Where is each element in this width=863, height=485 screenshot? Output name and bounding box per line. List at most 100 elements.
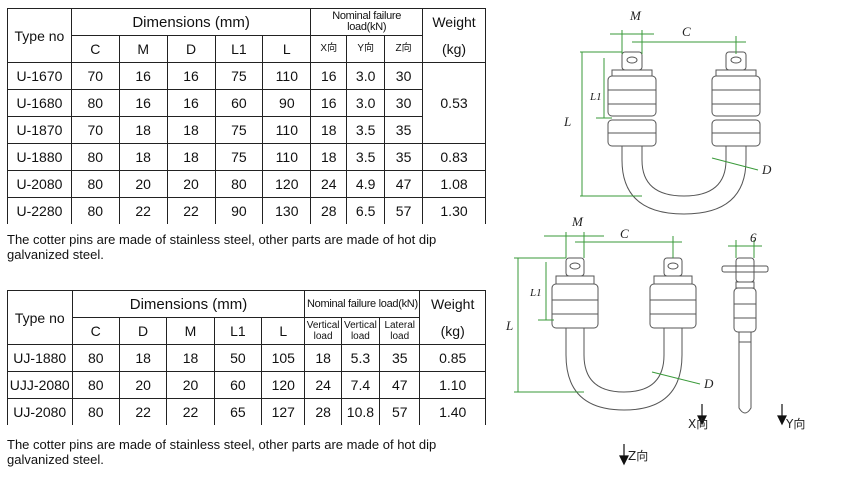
cell: 18 bbox=[166, 116, 216, 144]
cell: 18 bbox=[310, 116, 348, 144]
cell: 80 bbox=[71, 371, 120, 399]
cell: 10.8 bbox=[340, 398, 381, 425]
col-y-load: Y向 bbox=[346, 35, 386, 63]
dim-label-d: D bbox=[703, 376, 714, 391]
cell: 110 bbox=[262, 62, 312, 90]
material-note: The cotter pins are made of stainless st… bbox=[7, 437, 437, 467]
cell: 80 bbox=[70, 170, 120, 198]
table-row: U-1680 80 16 16 60 90 16 3.0 30 bbox=[7, 89, 486, 117]
cell: 47 bbox=[379, 371, 421, 399]
cell: 18 bbox=[166, 143, 216, 171]
weight-cell: 0.83 bbox=[422, 143, 486, 171]
cell: 3.5 bbox=[346, 116, 386, 144]
u-bolt-bottom bbox=[551, 257, 697, 411]
failure-load-header: Nominal failure load(kN) bbox=[310, 8, 424, 36]
cell: 20 bbox=[166, 371, 215, 399]
cell: 75 bbox=[214, 143, 264, 171]
u-bolt-drawing: M C L L1 D M C L L1 D 6 X向 Y向 Z向 bbox=[500, 0, 863, 485]
cell: 105 bbox=[261, 344, 306, 372]
table-row: U-2080 80 20 20 80 120 24 4.9 47 1.08 bbox=[7, 170, 486, 198]
col-d: D bbox=[166, 35, 216, 63]
cell: 28 bbox=[310, 197, 348, 224]
col-c: C bbox=[71, 317, 120, 345]
dim-label-l1: L1 bbox=[529, 287, 542, 299]
col-z-load: Z向 bbox=[384, 35, 424, 63]
type-cell: UJJ-2080 bbox=[7, 371, 73, 399]
cell: 22 bbox=[118, 398, 168, 425]
material-note: The cotter pins are made of stainless st… bbox=[7, 232, 437, 262]
cell: 16 bbox=[118, 89, 168, 117]
cell: 57 bbox=[379, 398, 421, 425]
u-bolt-table: Type no Dimensions (mm) Nominal failure … bbox=[7, 8, 486, 224]
type-cell: U-1870 bbox=[7, 116, 72, 144]
cell: 20 bbox=[166, 170, 216, 198]
cell: 22 bbox=[166, 197, 216, 224]
col-vertical-load-2: Vertical load bbox=[340, 317, 381, 345]
cell: 16 bbox=[166, 62, 216, 90]
cell: 80 bbox=[71, 398, 120, 425]
type-header: Type no bbox=[7, 290, 73, 345]
cell: 16 bbox=[310, 89, 348, 117]
cell: 30 bbox=[384, 62, 424, 90]
cell: 28 bbox=[304, 398, 342, 425]
col-m: M bbox=[118, 35, 168, 63]
cell: 35 bbox=[384, 116, 424, 144]
dim-label-b: 6 bbox=[750, 230, 757, 245]
cell: 6.5 bbox=[346, 197, 386, 224]
cell: 18 bbox=[166, 344, 215, 372]
type-header: Type no bbox=[7, 8, 72, 63]
cell: 18 bbox=[118, 116, 168, 144]
table-row: U-2280 80 22 22 90 130 28 6.5 57 1.30 bbox=[7, 197, 486, 224]
axis-label-z: Z向 bbox=[628, 448, 648, 463]
col-lateral-load: Lateral load bbox=[379, 317, 421, 345]
cell: 80 bbox=[214, 170, 264, 198]
table-row: UJ-1880 80 18 18 50 105 18 5.3 35 0.85 bbox=[7, 344, 486, 372]
drawing-canvas: M C L L1 D M C L L1 D 6 X向 Y向 Z向 bbox=[505, 8, 805, 466]
cell: 80 bbox=[71, 344, 120, 372]
axis-label-y: Y向 bbox=[785, 416, 805, 431]
table-row: U-1880 80 18 18 75 110 18 3.5 35 0.83 bbox=[7, 143, 486, 171]
cell: 16 bbox=[310, 62, 348, 90]
dim-label-l1: L1 bbox=[589, 91, 602, 103]
cell: 5.3 bbox=[340, 344, 381, 372]
table-row: U-1870 70 18 18 75 110 18 3.5 35 bbox=[7, 116, 486, 144]
cell: 120 bbox=[261, 371, 306, 399]
col-vertical-load: Vertical load bbox=[304, 317, 342, 345]
cell: 30 bbox=[384, 89, 424, 117]
cell: 24 bbox=[310, 170, 348, 198]
cell: 60 bbox=[214, 89, 264, 117]
col-x-load: X向 bbox=[310, 35, 348, 63]
type-cell: U-1680 bbox=[7, 89, 72, 117]
cell: 4.9 bbox=[346, 170, 386, 198]
dim-label-m: M bbox=[629, 8, 642, 23]
col-l1: L1 bbox=[213, 317, 263, 345]
cell: 110 bbox=[262, 116, 312, 144]
cell: 3.0 bbox=[346, 89, 386, 117]
weight-unit: (kg) bbox=[422, 35, 486, 63]
weight-header: Weight bbox=[419, 290, 486, 318]
cell: 20 bbox=[118, 170, 168, 198]
cell: 80 bbox=[70, 143, 120, 171]
weight-cell: 0.85 bbox=[419, 344, 486, 372]
cell: 75 bbox=[214, 116, 264, 144]
dim-label-c: C bbox=[620, 226, 629, 241]
cell: 90 bbox=[262, 89, 312, 117]
col-c: C bbox=[70, 35, 120, 63]
cell: 65 bbox=[213, 398, 263, 425]
cell: 60 bbox=[213, 371, 263, 399]
u-bolt-side-view bbox=[721, 257, 769, 414]
cell: 130 bbox=[262, 197, 312, 224]
weight-unit: (kg) bbox=[419, 317, 486, 345]
type-cell: UJ-2080 bbox=[7, 398, 73, 425]
col-l: L bbox=[262, 35, 312, 63]
weight-cell: 1.30 bbox=[422, 197, 486, 224]
cell: 70 bbox=[70, 62, 120, 90]
dim-label-l: L bbox=[563, 114, 571, 129]
cell: 22 bbox=[166, 398, 215, 425]
uj-bolt-table: Type no Dimensions (mm) Nominal failure … bbox=[7, 290, 486, 425]
col-l: L bbox=[261, 317, 306, 345]
cell: 22 bbox=[118, 197, 168, 224]
cell: 50 bbox=[213, 344, 263, 372]
cell: 57 bbox=[384, 197, 424, 224]
cell: 75 bbox=[214, 62, 264, 90]
